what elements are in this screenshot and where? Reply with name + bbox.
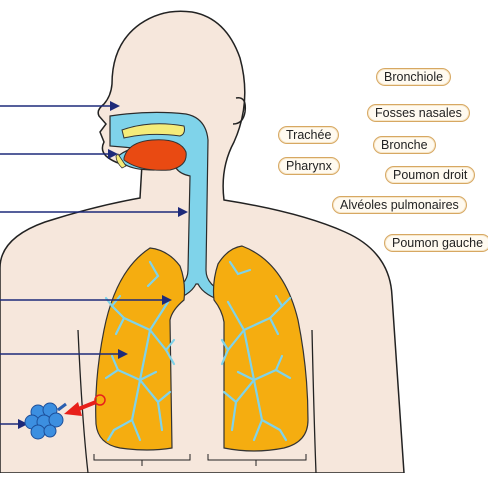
label-bronche[interactable]: Bronche — [373, 136, 436, 154]
label-alveoles[interactable]: Alvéoles pulmonaires — [332, 196, 467, 214]
label-poumon-droit[interactable]: Poumon droit — [385, 166, 475, 184]
label-bronchiole[interactable]: Bronchiole — [376, 68, 451, 86]
label-pharynx[interactable]: Pharynx — [278, 157, 340, 175]
label-trachee[interactable]: Trachée — [278, 126, 339, 144]
label-fosses-nasales[interactable]: Fosses nasales — [367, 104, 470, 122]
label-poumon-gauche[interactable]: Poumon gauche — [384, 234, 488, 252]
